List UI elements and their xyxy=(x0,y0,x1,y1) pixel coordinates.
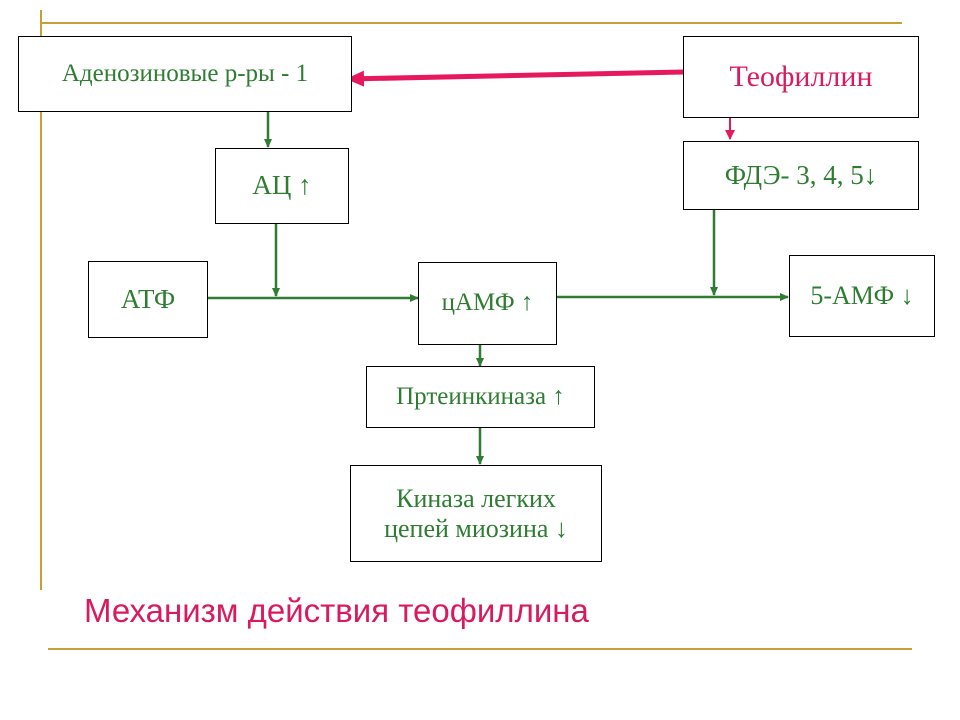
node-mlck-label-line2: цепей миозина ↓ xyxy=(384,513,568,543)
node-atp-label: АТФ xyxy=(120,283,176,314)
node-camp: цАМФ ↑ xyxy=(418,262,557,345)
node-proteinkinase-label: Пртеинкиназа ↑ xyxy=(396,382,565,410)
node-adenylate-cyclase-label: АЦ ↑ xyxy=(252,170,312,201)
node-5-amp: 5-АМФ ↓ xyxy=(789,255,935,337)
node-atp: АТФ xyxy=(88,261,208,338)
node-adenylate-cyclase: АЦ ↑ xyxy=(215,148,349,224)
node-theophylline-label: Теофиллин xyxy=(729,59,873,93)
node-mlck: Киназа легких цепей миозина ↓ xyxy=(350,465,602,562)
node-adenosine-receptors: Аденозиновые р-ры - 1 xyxy=(18,36,352,112)
top-rule xyxy=(40,22,902,24)
arrow-theophylline-to-adenosine xyxy=(346,69,685,87)
node-adenosine-receptors-label: Аденозиновые р-ры - 1 xyxy=(61,59,309,87)
left-rule xyxy=(40,10,42,590)
node-pde: ФДЭ- 3, 4, 5↓ xyxy=(683,141,919,210)
node-pde-label: ФДЭ- 3, 4, 5↓ xyxy=(724,159,878,190)
node-proteinkinase: Пртеинкиназа ↑ xyxy=(366,366,595,428)
bottom-rule xyxy=(48,648,912,650)
node-5-amp-label: 5-АМФ ↓ xyxy=(810,281,914,311)
node-theophylline: Теофиллин xyxy=(683,36,919,118)
node-camp-label: цАМФ ↑ xyxy=(441,289,534,317)
node-mlck-label-line1: Киназа легких xyxy=(396,483,556,513)
slide-caption: Механизм действия теофиллина xyxy=(84,592,589,629)
